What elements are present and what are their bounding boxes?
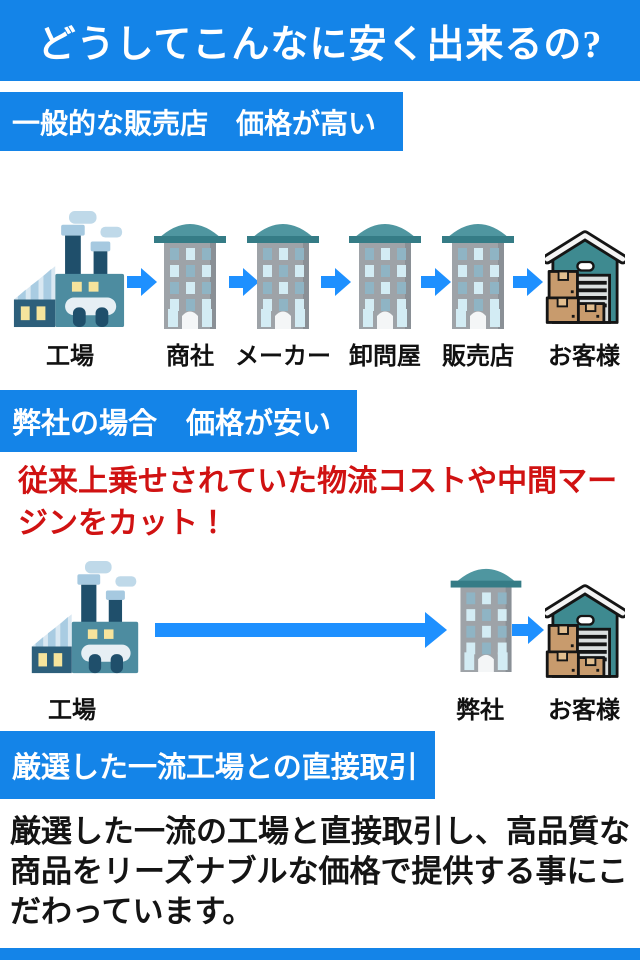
factory-icon: [10, 210, 128, 330]
arrow-head: [435, 268, 451, 296]
step-label-trading: 商社: [166, 344, 214, 370]
arrow-shaft: [321, 276, 335, 288]
arrow-shaft: [229, 276, 243, 288]
arrow-head: [527, 268, 543, 296]
office-building-icon: [347, 217, 423, 329]
arrow-right-icon: [512, 616, 544, 644]
step-label-customer: お客様: [548, 698, 620, 724]
step-label-factory: 工場: [46, 344, 94, 370]
body-line-2: 商品をリーズナブルな価格で提供する事にこ: [10, 854, 628, 889]
bottom-divider-bar: [0, 948, 640, 960]
arrow-right-icon: [513, 268, 543, 296]
arrow-head: [335, 268, 351, 296]
arrow-shaft: [421, 276, 435, 288]
arrow-right-icon: [155, 612, 447, 648]
section-banner-direct-deal: 厳選した一流工場との直接取引: [0, 731, 435, 799]
section-banner-our-company-text: 弊社の場合 価格が安い: [12, 408, 332, 440]
warehouse-boxes-icon: [545, 582, 625, 684]
section-banner-our-company: 弊社の場合 価格が安い: [0, 390, 357, 452]
arrow-right-icon: [229, 268, 259, 296]
step-label-company: 弊社: [456, 698, 504, 724]
factory-icon: [28, 560, 142, 676]
step-label-wholesaler: 卸問屋: [349, 344, 421, 370]
arrow-shaft: [155, 623, 425, 637]
arrow-right-icon: [127, 268, 157, 296]
office-building-icon: [245, 217, 321, 329]
step-label-retailer: 販売店: [442, 344, 514, 370]
step-label-factory: 工場: [48, 698, 96, 724]
arrow-head: [141, 268, 157, 296]
page-title: どうしてこんなに安く出来るの?: [0, 0, 640, 81]
page-title-text: どうしてこんなに安く出来るの?: [37, 24, 603, 66]
highlight-line-1: 従来上乗せされていた物流コストや中間マー: [18, 465, 618, 498]
arrow-shaft: [512, 624, 528, 636]
arrow-right-icon: [421, 268, 451, 296]
section-banner-generic-retail-text: 一般的な販売店 価格が高い: [12, 108, 377, 140]
arrow-shaft: [127, 276, 141, 288]
section-banner-generic-retail: 一般的な販売店 価格が高い: [0, 92, 403, 151]
generic-distribution-diagram: 工場 商社 メーカー 卸問屋 販売店 お客様: [0, 198, 640, 373]
body-line-1: 厳選した一流の工場と直接取引し、高品質な: [10, 814, 630, 849]
office-building-icon: [152, 217, 228, 329]
arrow-shaft: [513, 276, 527, 288]
office-building-icon: [448, 562, 524, 672]
step-label-customer: お客様: [548, 344, 620, 370]
step-label-maker: メーカー: [235, 344, 331, 370]
office-building-icon: [440, 217, 516, 329]
direct-distribution-diagram: 工場 弊社 お客様: [0, 556, 640, 731]
arrow-head: [243, 268, 259, 296]
warehouse-boxes-icon: [545, 228, 625, 330]
section-banner-direct-deal-text: 厳選した一流工場との直接取引: [12, 752, 418, 784]
highlight-text: 従来上乗せされていた物流コストや中間マー ジンをカット！: [18, 461, 628, 545]
arrow-head: [425, 612, 447, 648]
body-text: 厳選した一流の工場と直接取引し、高品質な 商品をリーズナブルな価格で提供する事に…: [10, 812, 632, 932]
arrow-head: [528, 616, 544, 644]
body-line-3: だわっています。: [10, 894, 254, 929]
arrow-right-icon: [321, 268, 351, 296]
highlight-line-2: ジンをカット！: [18, 507, 228, 540]
